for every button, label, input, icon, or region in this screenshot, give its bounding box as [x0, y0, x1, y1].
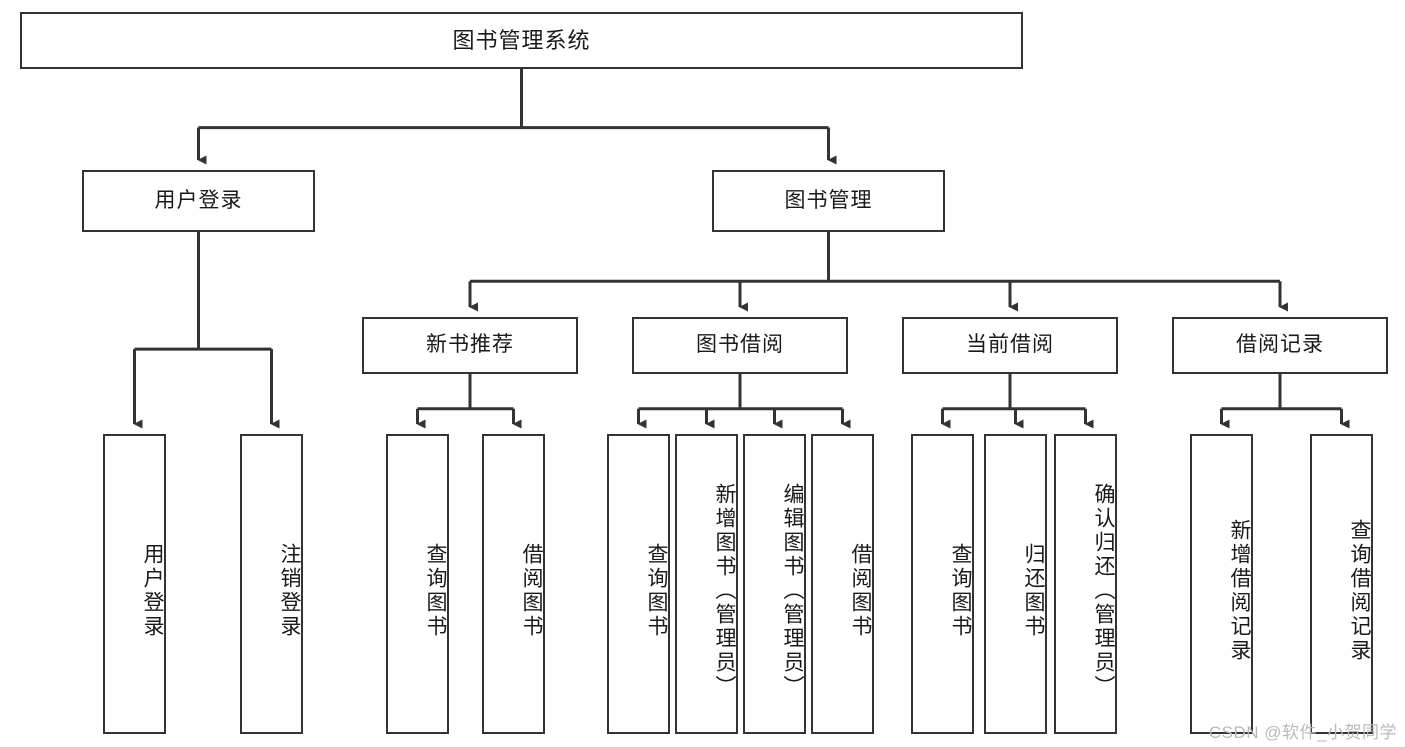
- node-label: 注销登录: [278, 543, 301, 639]
- node-label: 当前借阅: [966, 333, 1054, 357]
- node-root[interactable]: 图书管理系统: [20, 12, 1023, 69]
- csdn-watermark: CSDN @软件_小贺同学: [1208, 723, 1397, 742]
- node-label: 查询借阅记录: [1348, 519, 1371, 663]
- node-leaf-rec-add[interactable]: 新增借阅记录: [1190, 434, 1253, 734]
- node-label: 查询图书: [645, 543, 668, 639]
- node-label: 借阅图书: [520, 543, 543, 639]
- node-label: 借阅图书: [849, 543, 872, 639]
- node-label: 图书管理系统: [452, 27, 591, 53]
- node-leaf-rec-borrow[interactable]: 借阅图书: [482, 434, 545, 734]
- node-leaf-rec-search[interactable]: 查询借阅记录: [1310, 434, 1373, 734]
- node-label: 图书借阅: [696, 333, 784, 357]
- node-label: 新书推荐: [426, 333, 514, 357]
- node-leaf-borrow-query[interactable]: 查询图书: [607, 434, 670, 734]
- node-user-login[interactable]: 用户登录: [82, 170, 315, 232]
- node-leaf-borrow-edit[interactable]: 编辑图书（管理员）: [743, 434, 806, 734]
- node-new-book-rec[interactable]: 新书推荐: [362, 317, 578, 374]
- node-leaf-cur-return[interactable]: 归还图书: [984, 434, 1047, 734]
- node-label: 图书管理: [784, 188, 873, 212]
- node-label: 用户登录: [154, 188, 243, 212]
- node-leaf-rec-query[interactable]: 查询图书: [386, 434, 449, 734]
- node-label: 查询图书: [949, 543, 972, 639]
- node-label: 编辑图书（管理员）: [781, 483, 804, 699]
- node-leaf-user-login[interactable]: 用户登录: [103, 434, 166, 734]
- node-leaf-user-logout[interactable]: 注销登录: [240, 434, 303, 734]
- node-leaf-borrow-add[interactable]: 新增图书（管理员）: [675, 434, 738, 734]
- node-current-borrow[interactable]: 当前借阅: [902, 317, 1118, 374]
- node-label: 查询图书: [424, 543, 447, 639]
- node-label: 新增图书（管理员）: [713, 483, 736, 699]
- node-leaf-cur-query[interactable]: 查询图书: [911, 434, 974, 734]
- node-label: 确认归还（管理员）: [1092, 483, 1115, 699]
- node-book-borrow[interactable]: 图书借阅: [632, 317, 848, 374]
- node-leaf-borrow-do[interactable]: 借阅图书: [811, 434, 874, 734]
- node-label: 用户登录: [141, 543, 164, 639]
- node-borrow-record[interactable]: 借阅记录: [1172, 317, 1388, 374]
- node-label: 新增借阅记录: [1228, 519, 1251, 663]
- node-label: 借阅记录: [1236, 333, 1324, 357]
- node-book-manage[interactable]: 图书管理: [712, 170, 945, 232]
- node-label: 归还图书: [1022, 543, 1045, 639]
- node-leaf-cur-confirm[interactable]: 确认归还（管理员）: [1054, 434, 1117, 734]
